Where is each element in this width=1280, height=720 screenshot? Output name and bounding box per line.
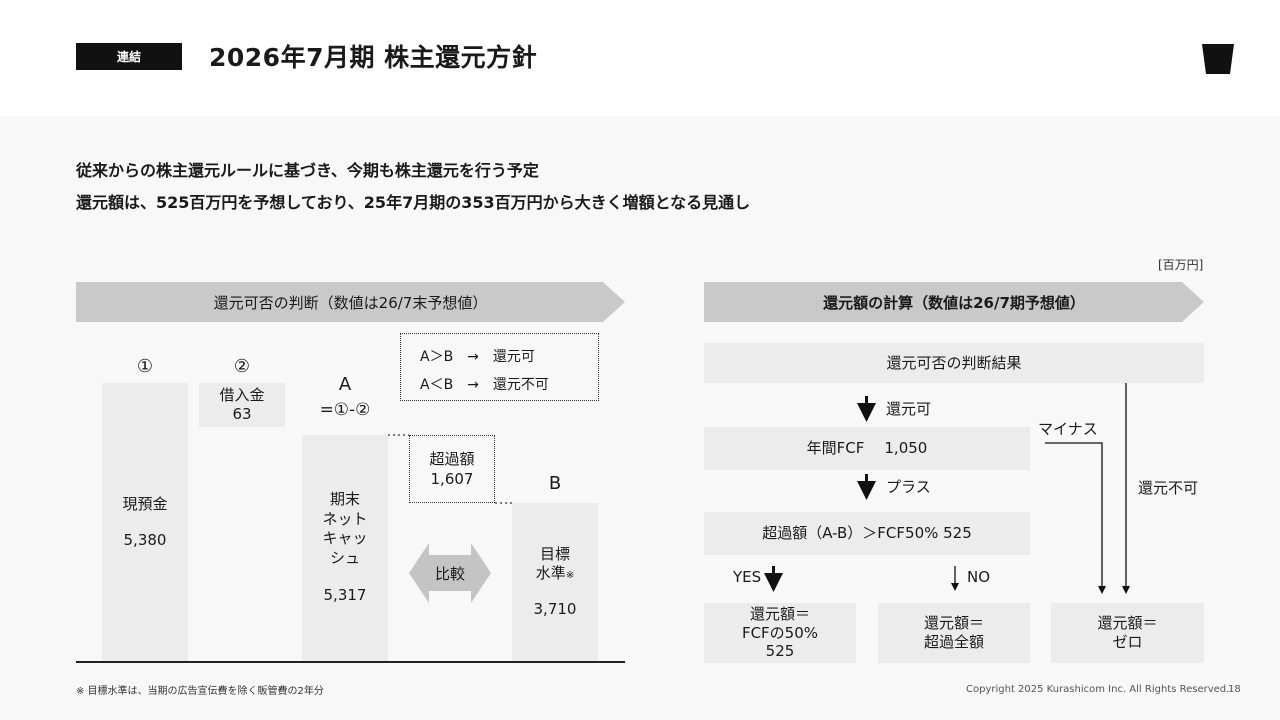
minus-label: マイナス: [1038, 420, 1098, 438]
no-label: NO: [967, 568, 991, 586]
outcome-1-line-3: 525: [765, 642, 795, 661]
judgement-result-box: 還元可否の判断結果: [704, 343, 1204, 383]
baseline: [76, 661, 625, 663]
page-number: 18: [1228, 684, 1241, 695]
net-cash-line-2: ネット: [322, 509, 368, 528]
outcome-2-line-1: 還元額＝: [923, 614, 984, 633]
excess-label: 超過額: [429, 449, 475, 468]
page-title: 2026年7月期 株主還元方針: [209, 43, 538, 72]
down-arrow-icon: [857, 474, 876, 500]
excess-value: 1,607: [430, 470, 474, 488]
b-label: B: [548, 473, 562, 494]
net-cash-value: 5,317: [323, 586, 367, 605]
rule-1: A＞B → 還元可: [420, 349, 535, 365]
target-bar: 目標 水準※ 3,710: [512, 503, 598, 661]
down-arrow-icon: [764, 566, 783, 592]
lead-line-2: 還元額は、525百万円を予想しており、25年7月期の353百万円から大きく増額と…: [76, 193, 751, 212]
excess-box: 超過額 1,607: [409, 435, 495, 503]
loan-box: 借入金 63: [199, 383, 285, 427]
plus-label: プラス: [886, 478, 931, 496]
down-arrow-icon: [857, 396, 876, 422]
a-formula: =①-②: [319, 400, 371, 420]
ng-label: 還元不可: [1138, 479, 1199, 497]
loan-value: 63: [232, 405, 252, 423]
outcome-3-line-1: 還元額＝: [1097, 614, 1158, 633]
lead-line-1: 従来からの株主還元ルールに基づき、今期も株主還元を行う予定: [76, 161, 539, 180]
target-footnote-mark: ※: [565, 570, 575, 582]
cash-value: 5,380: [123, 531, 167, 549]
col2-marker: ②: [233, 356, 251, 377]
net-cash-line-1: 期末: [329, 490, 360, 509]
outcome-3-line-2: ゼロ: [1112, 633, 1143, 651]
compare-arrow-icon: 比較: [409, 543, 491, 603]
left-banner: 還元可否の判断（数値は26/7末予想値）: [76, 282, 625, 322]
cash-bar: 現預金 5,380: [102, 383, 188, 661]
outcome-1-line-2: FCFの50%: [741, 623, 819, 642]
col1-marker: ①: [136, 356, 154, 377]
header-area: [0, 0, 1280, 116]
footnote: ※ 目標水準は、当期の広告宣伝費を除く販管費の2年分: [76, 686, 324, 697]
yes-label: YES: [733, 568, 762, 586]
compare-label: 比較: [434, 564, 465, 583]
net-cash-line-3: キャッ: [322, 529, 368, 548]
rule-2: A＜B → 還元不可: [420, 377, 549, 393]
rules-box: A＞B → 還元可 A＜B → 還元不可: [400, 333, 599, 401]
copyright: Copyright 2025 Kurashicom Inc. All Right…: [966, 684, 1230, 695]
brand-cup-icon: [1200, 42, 1236, 80]
unit-label: [百万円]: [1158, 258, 1204, 272]
right-banner: 還元額の計算（数値は26/7期予想値）: [704, 282, 1204, 322]
net-cash-bar: 期末 ネット キャッ シュ 5,317: [302, 435, 388, 661]
outcome-1-line-1: 還元額＝: [749, 604, 810, 623]
outcome-excess-box: 還元額＝ 超過全額: [878, 603, 1030, 663]
condition-box: 超過額（A-B）＞FCF50% 525: [704, 512, 1030, 555]
cash-label: 現預金: [122, 494, 168, 513]
fcf-value: 1,050: [884, 439, 928, 458]
outcome-fcf50-box: 還元額＝ FCFの50% 525: [704, 603, 856, 663]
outcome-2-line-2: 超過全額: [923, 633, 984, 651]
outcome-zero-box: 還元額＝ ゼロ: [1051, 603, 1204, 663]
target-line-1: 目標: [539, 544, 570, 563]
a-label: A: [338, 374, 352, 395]
ok-label: 還元可: [886, 400, 932, 418]
consolidated-tag: 連結: [76, 43, 182, 70]
net-cash-line-4: シュ: [329, 548, 360, 567]
fcf-box: 年間FCF 1,050: [704, 427, 1030, 470]
target-value: 3,710: [533, 599, 577, 618]
fcf-label: 年間FCF: [806, 439, 865, 458]
target-line-2: 水準: [535, 564, 566, 583]
loan-label: 借入金: [219, 386, 265, 405]
